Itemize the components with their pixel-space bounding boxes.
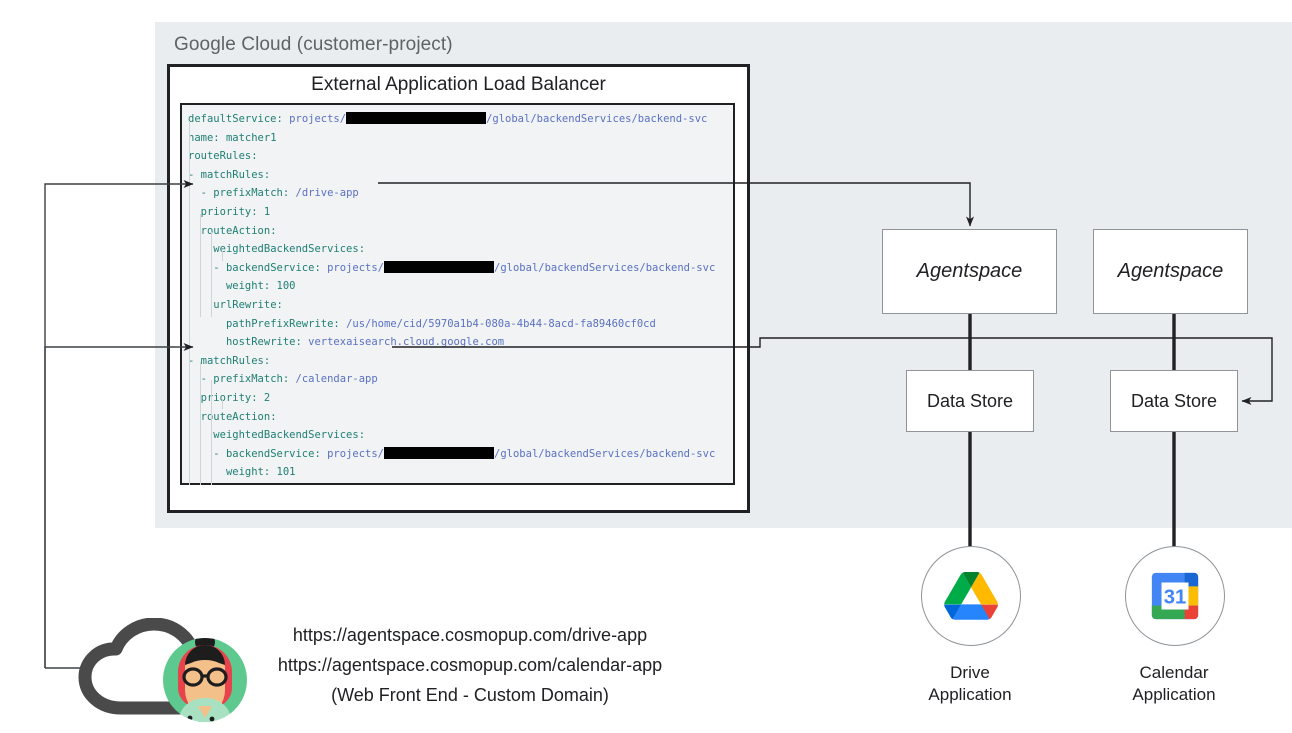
yaml-line: urlRewrite: xyxy=(213,298,283,311)
app-label-line-1: Calendar xyxy=(1139,663,1209,682)
yaml-line: name: matcher1 xyxy=(188,131,277,144)
yaml-key: routeAction xyxy=(200,224,271,237)
yaml-value: 2 xyxy=(263,391,271,404)
app-label-line-2: Application xyxy=(928,685,1012,704)
yaml-content: defaultService: projects//global/backend… xyxy=(188,110,733,483)
yaml-key: pathPrefixRewrite xyxy=(225,317,334,330)
node-label: Agentspace xyxy=(1117,260,1224,282)
yaml-value: 100 xyxy=(276,280,296,293)
indent-guide xyxy=(211,232,212,317)
drive-application-label: Drive Application xyxy=(880,662,1060,706)
yaml-line: weight: 101 xyxy=(225,466,296,479)
yaml-line: - backendService: projects//global/backe… xyxy=(213,446,716,460)
yaml-line: urlRewrite: xyxy=(188,482,733,483)
node-agentspace-2[interactable]: Agentspace xyxy=(1093,229,1248,314)
yaml-line: defaultService: projects//global/backend… xyxy=(188,112,708,125)
yaml-line-prefixmatch-calendar: - prefixMatch: /calendar-app xyxy=(200,373,378,386)
yaml-key: weight xyxy=(225,280,264,293)
yaml-key: priority xyxy=(200,205,252,218)
yaml-value: /calendar-app xyxy=(295,373,378,386)
yaml-value: matcher1 xyxy=(225,131,277,144)
yaml-line: priority: 2 xyxy=(200,391,271,404)
yaml-line: weightedBackendServices: xyxy=(213,429,366,442)
yaml-value: /global/backendServices/backend-svc xyxy=(494,447,716,460)
yaml-key: - matchRules xyxy=(188,168,264,181)
yaml-key: defaultService xyxy=(188,113,277,125)
yaml-key: - backendService xyxy=(213,261,315,274)
yaml-line: priority: 1 xyxy=(200,205,271,218)
load-balancer-title: External Application Load Balancer xyxy=(311,74,606,95)
yaml-value: projects/ xyxy=(327,447,385,460)
yaml-line: - matchRules: xyxy=(188,354,271,367)
yaml-line: weightedBackendServices: xyxy=(213,243,366,256)
redaction-bar xyxy=(346,112,487,124)
yaml-value: /global/backendServices/backend-svc xyxy=(486,113,708,125)
cloud-user-icon xyxy=(78,618,247,722)
yaml-value: /drive-app xyxy=(295,187,359,200)
yaml-key: weightedBackendServices xyxy=(213,243,359,256)
yaml-key: - prefixMatch xyxy=(200,187,283,200)
yaml-value: projects/ xyxy=(327,261,385,274)
calendar-day-badge: 31 xyxy=(1164,587,1187,609)
yaml-line: - backendService: projects//global/backe… xyxy=(213,260,716,274)
indent-guide xyxy=(222,251,223,261)
yaml-line: routeAction: xyxy=(200,410,277,423)
node-label: Data Store xyxy=(926,390,1014,411)
yaml-key: - prefixMatch xyxy=(200,373,283,386)
redaction-bar xyxy=(384,260,495,273)
yaml-key: hostRewrite xyxy=(225,336,296,349)
user-avatar xyxy=(163,638,247,722)
yaml-key: - backendService xyxy=(213,447,315,460)
yaml-key: routeAction xyxy=(200,410,271,423)
google-drive-icon xyxy=(944,572,998,620)
drive-application-circle[interactable] xyxy=(921,546,1021,646)
yaml-key: priority xyxy=(200,391,252,404)
calendar-application-circle[interactable]: 31 xyxy=(1125,546,1225,646)
yaml-line-prefixmatch-drive: - prefixMatch: /drive-app xyxy=(200,187,359,200)
yaml-line: - matchRules: xyxy=(188,168,271,181)
indent-guide xyxy=(200,214,201,317)
indent-guide xyxy=(222,399,223,409)
indent-guide xyxy=(200,362,201,485)
yaml-line: hostRewrite: vertexaisearch.cloud.google… xyxy=(225,336,505,349)
yaml-value: /us/home/cid/5970a1b4-080a-4b44-8acd-fa8… xyxy=(346,317,656,330)
yaml-value: /global/backendServices/backend-svc xyxy=(494,261,716,274)
yaml-line: weight: 100 xyxy=(225,280,296,293)
yaml-value: 1 xyxy=(263,205,271,218)
yaml-value: 101 xyxy=(276,466,296,479)
yaml-value: projects/ xyxy=(289,113,347,125)
google-cloud-panel-label: Google Cloud (customer-project) xyxy=(174,34,453,55)
yaml-key: weightedBackendServices xyxy=(213,429,359,442)
yaml-line: pathPrefixRewrite: /us/home/cid/5970a1b4… xyxy=(225,317,656,330)
yaml-key: name xyxy=(188,131,214,144)
endpoint-url-block: https://agentspace.cosmopup.com/drive-ap… xyxy=(260,620,680,710)
node-label: Data Store xyxy=(1130,390,1218,411)
redaction-bar xyxy=(384,446,495,459)
endpoint-url-drive[interactable]: https://agentspace.cosmopup.com/drive-ap… xyxy=(292,625,648,645)
url-map-yaml-code-block: defaultService: projects//global/backend… xyxy=(180,103,735,485)
node-data-store-2[interactable]: Data Store xyxy=(1110,370,1238,432)
node-agentspace-1[interactable]: Agentspace xyxy=(882,229,1057,314)
endpoint-caption: (Web Front End - Custom Domain) xyxy=(331,685,609,705)
indent-guide xyxy=(189,121,190,485)
yaml-key: routeRules xyxy=(188,150,252,163)
app-label-line-1: Drive xyxy=(950,663,990,682)
endpoint-url-calendar[interactable]: https://agentspace.cosmopup.com/calendar… xyxy=(277,655,663,675)
node-label: Agentspace xyxy=(916,260,1023,282)
node-data-store-1[interactable]: Data Store xyxy=(906,370,1034,432)
yaml-key: weight xyxy=(225,466,264,479)
yaml-line: routeRules: xyxy=(188,150,258,163)
yaml-value: vertexaisearch.cloud.google.com xyxy=(308,336,505,349)
google-calendar-icon: 31 xyxy=(1151,572,1199,620)
yaml-line: routeAction: xyxy=(200,224,277,237)
app-label-line-2: Application xyxy=(1132,685,1216,704)
indent-guide xyxy=(211,380,212,485)
yaml-key: urlRewrite xyxy=(213,298,277,311)
calendar-application-label: Calendar Application xyxy=(1084,662,1264,706)
